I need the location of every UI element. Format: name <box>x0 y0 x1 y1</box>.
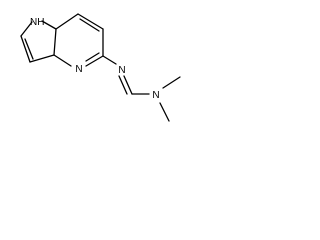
bond-c3-c3a <box>29 54 55 63</box>
atom-labels: NH N N N <box>30 17 160 101</box>
bond-c2-c3-inner <box>24 38 34 60</box>
bond-c2-c3 <box>20 35 31 63</box>
bond-amine-n-methyl-lower <box>159 102 170 122</box>
bond-c7-c6-inner <box>79 18 100 32</box>
bond-imine-n-ch <box>123 75 133 95</box>
bond-n4-c3a <box>53 54 72 67</box>
bond-nh-c2 <box>20 21 33 37</box>
atom-label-imine-n: N <box>118 65 125 76</box>
bond-c5-n4-inner <box>85 52 100 62</box>
atom-label-ring-n: N <box>75 64 82 75</box>
bonds <box>20 13 181 122</box>
bond-c7-c6 <box>77 13 104 30</box>
bond-c5-imine-n <box>102 55 117 65</box>
chemical-structure-diagram: NH N N N <box>20 13 181 122</box>
bond-c5-n4 <box>85 55 104 67</box>
bond-amine-n-methyl-upper <box>162 76 181 89</box>
atom-label-amine-n: N <box>152 90 159 101</box>
bond-c7a-nh <box>41 20 57 30</box>
atom-label-nh: NH <box>30 17 44 28</box>
bond-c7a-c7 <box>55 13 79 30</box>
bond-imine-n-ch-inner <box>118 75 128 95</box>
bond-c3a-c7a <box>53 28 57 56</box>
